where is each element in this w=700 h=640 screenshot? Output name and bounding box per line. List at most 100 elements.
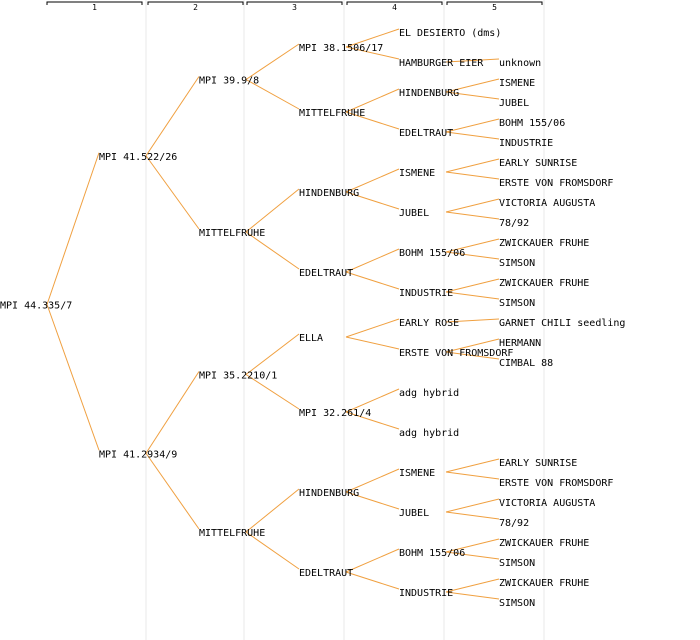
pedigree-edge: [445, 338, 500, 353]
pedigree-edge: [345, 468, 400, 493]
pedigree-node: ZWICKAUER FRUHE: [499, 238, 589, 249]
pedigree-node: MPI 41.2934/9: [99, 449, 177, 460]
generation-number: 4: [392, 3, 397, 12]
pedigree-node: INDUSTRIE: [399, 288, 453, 299]
generation-bracket: [446, 1, 543, 5]
pedigree-node: MPI 44.335/7: [0, 301, 72, 312]
pedigree-node: HERMANN: [499, 338, 541, 349]
generation-number: 5: [492, 3, 497, 12]
pedigree-edge: [445, 538, 500, 553]
pedigree-edge: [345, 46, 400, 60]
pedigree-node: HINDENBURG: [299, 188, 359, 199]
pedigree-node: MPI 39.9/8: [199, 76, 259, 87]
pedigree-node: ISMENE: [399, 168, 435, 179]
pedigree-node: adg hybrid: [399, 428, 459, 439]
pedigree-edge: [345, 318, 400, 338]
generation-bracket: [147, 1, 244, 5]
pedigree-edge: [245, 374, 300, 410]
pedigree-edge: [245, 79, 300, 110]
tree-edges: [46, 28, 500, 600]
pedigree-node: BOHM 155/06: [399, 248, 465, 259]
pedigree-node: HAMBURGER EIER: [399, 58, 484, 69]
pedigree-edge: [245, 531, 300, 570]
pedigree-edge: [445, 238, 500, 253]
pedigree-node: EARLY ROSE: [399, 318, 459, 329]
pedigree-edge: [445, 58, 500, 63]
pedigree-edge: [245, 488, 300, 533]
pedigree-node: MPI 35.2210/1: [199, 371, 277, 382]
pedigree-node: EDELTRAUT: [299, 568, 353, 579]
pedigree-edge: [145, 76, 200, 157]
pedigree-node: 78/92: [499, 218, 529, 229]
pedigree-edge: [445, 158, 500, 173]
pedigree-edge: [46, 152, 100, 305]
pedigree-node: VICTORIA AUGUSTA: [499, 498, 595, 509]
pedigree-edge: [345, 271, 400, 290]
pedigree-node: MPI 38.1506/17: [299, 43, 383, 54]
pedigree-node: BOHM 155/06: [499, 118, 565, 129]
pedigree-node: ELLA: [299, 333, 323, 344]
pedigree-edge: [445, 131, 500, 140]
pedigree-node: MITTELFRUHE: [199, 528, 265, 539]
pedigree-node: EDELTRAUT: [399, 128, 453, 139]
pedigree-node: MITTELFRUHE: [299, 108, 365, 119]
pedigree-node: JUBEL: [399, 508, 429, 519]
pedigree-node: HINDENBURG: [299, 488, 359, 499]
generation-number: 2: [193, 3, 198, 12]
pedigree-edge: [445, 78, 500, 93]
pedigree-node: SIMSON: [499, 598, 535, 609]
pedigree-edge: [345, 248, 400, 273]
pedigree-edge: [445, 278, 500, 293]
pedigree-edge: [445, 198, 500, 213]
pedigree-edge: [345, 548, 400, 573]
pedigree-edge: [145, 155, 200, 230]
pedigree-node: SIMSON: [499, 258, 535, 269]
pedigree-edge: [345, 388, 400, 413]
pedigree-edge: [345, 88, 400, 113]
pedigree-edge: [445, 498, 500, 513]
generation-number: 1: [92, 3, 97, 12]
generation-bracket: [46, 1, 143, 5]
pedigree-edge: [345, 336, 400, 350]
pedigree-node: ERSTE VON FROMSDORF: [499, 178, 613, 189]
pedigree-node: MPI 32.261/4: [299, 408, 371, 419]
pedigree-edge: [445, 591, 500, 600]
pedigree-edge: [145, 452, 200, 530]
pedigree-edge: [445, 511, 500, 520]
pedigree-node: ERSTE VON FROMSDORF: [399, 348, 513, 359]
pedigree-node: ERSTE VON FROMSDORF: [499, 478, 613, 489]
pedigree-edge: [245, 231, 300, 270]
pedigree-edge: [445, 458, 500, 473]
pedigree-edge: [145, 371, 200, 454]
pedigree-edge: [445, 318, 500, 323]
pedigree-edge: [445, 291, 500, 300]
pedigree-edge: [345, 571, 400, 590]
pedigree-edge: [445, 351, 500, 360]
pedigree-node: ISMENE: [499, 78, 535, 89]
pedigree-node: HINDENBURG: [399, 88, 459, 99]
pedigree-edge: [46, 304, 100, 451]
pedigree-node: INDUSTRIE: [499, 138, 553, 149]
pedigree-node: SIMSON: [499, 298, 535, 309]
pedigree-edge: [445, 471, 500, 480]
pedigree-edge: [345, 111, 400, 130]
generation-header: 1 2 3 4 5: [46, 1, 543, 12]
pedigree-edge: [445, 551, 500, 560]
pedigree-edge: [245, 43, 300, 80]
pedigree-node: CIMBAL 88: [499, 358, 553, 369]
generation-bracket: [246, 1, 343, 5]
pedigree-node: ZWICKAUER FRUHE: [499, 538, 589, 549]
pedigree-edge: [345, 168, 400, 193]
pedigree-node: ISMENE: [399, 468, 435, 479]
pedigree-edge: [445, 91, 500, 100]
generation-number: 3: [292, 3, 297, 12]
pedigree-edge: [345, 28, 400, 48]
pedigree-node: adg hybrid: [399, 388, 459, 399]
pedigree-node: 78/92: [499, 518, 529, 529]
pedigree-node: EARLY SUNRISE: [499, 158, 577, 169]
pedigree-node: ZWICKAUER FRUHE: [499, 578, 589, 589]
pedigree-node: VICTORIA AUGUSTA: [499, 198, 595, 209]
pedigree-node: MITTELFRUHE: [199, 228, 265, 239]
pedigree-node: unknown: [499, 58, 541, 69]
